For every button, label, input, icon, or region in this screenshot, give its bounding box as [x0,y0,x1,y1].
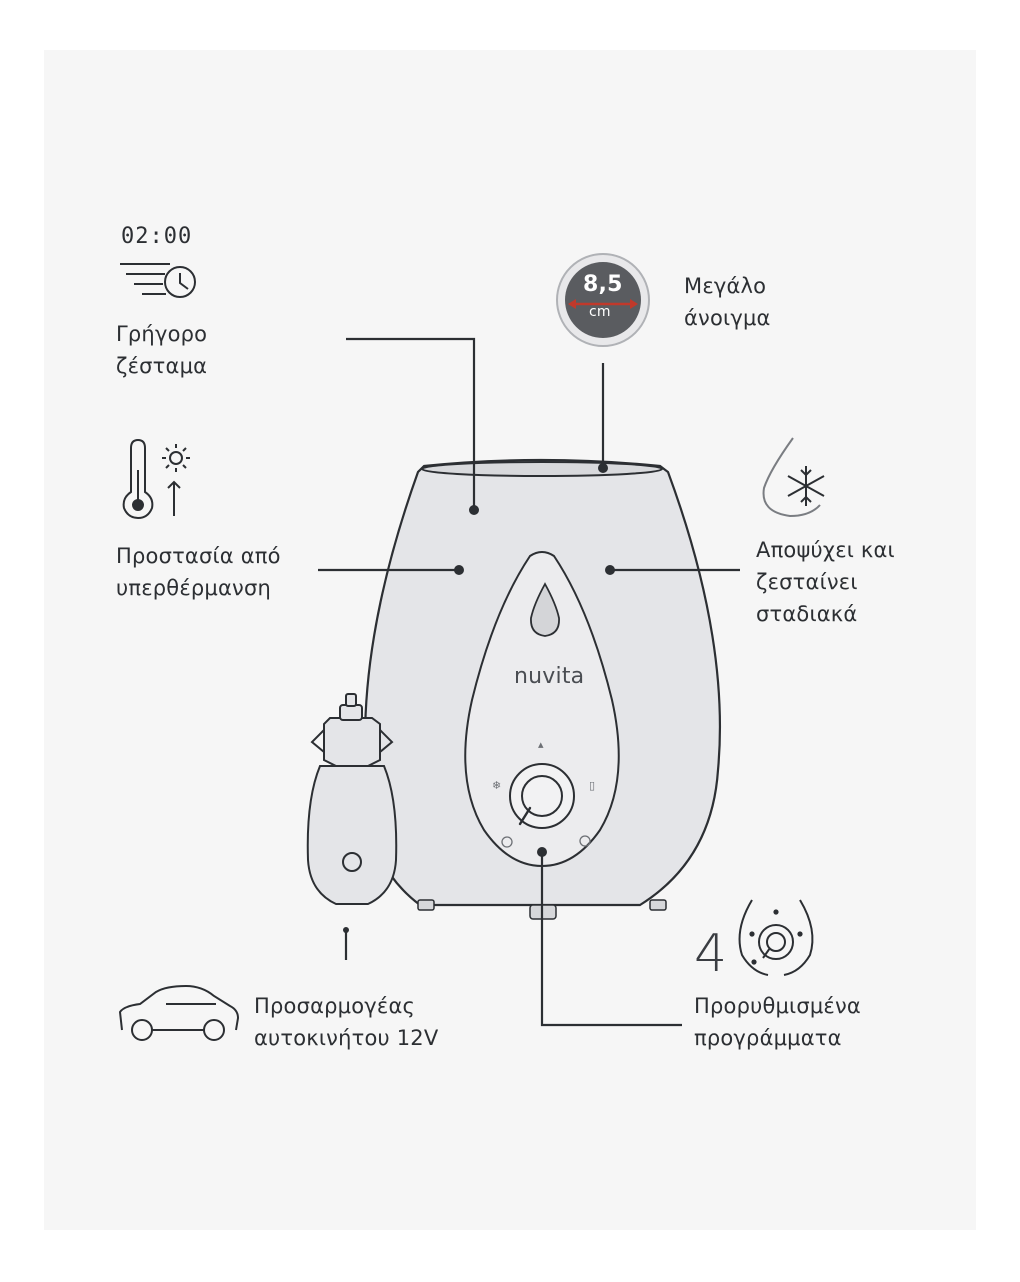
feature-fast-heating: Γρήγορο ζέσταμα [116,318,207,382]
feature-car-adapter-line1: Προσαρμογέας [254,994,416,1018]
svg-text:❄: ❄ [492,779,501,792]
feature-overheat: Προστασία από υπερθέρμανση [116,540,281,604]
opening-size-icon [556,253,650,347]
feature-programs-line2: προγράμματα [694,1026,842,1050]
feature-car-adapter: Προσαρμογέας αυτοκινήτου 12V [254,990,438,1054]
opening-badge-value: 8,5 [583,272,623,297]
svg-text:▯: ▯ [589,779,595,792]
feature-defrost: Αποψύχει και ζεσταίνει σταδιακά [756,534,895,630]
timer-speed-icon [120,263,196,298]
drop-snowflake-icon [762,437,825,518]
programs-count: 4 [694,924,728,984]
feature-fast-heating-line1: Γρήγορο [116,322,208,346]
feature-programs: Προρυθμισμένα προγράμματα [694,990,861,1054]
car-icon [118,984,240,1041]
callout-lines [318,337,740,1027]
feature-defrost-line1: Αποψύχει και [756,538,895,562]
svg-text:▴: ▴ [538,738,544,751]
feature-overheat-line1: Προστασία από [116,544,281,568]
car-adapter-plug [306,693,398,905]
feature-opening-line1: Μεγάλο [684,274,767,298]
callout-programs [540,852,682,1027]
feature-fast-heating-line2: ζέσταμα [116,354,208,378]
feature-opening-line2: άνοιγμα [684,306,771,330]
feature-car-adapter-line2: αυτοκινήτου 12V [254,1026,439,1050]
opening-badge-unit: cm [589,304,611,320]
feature-defrost-line2: ζεσταίνει [756,570,858,594]
brand-logo: nuvita [514,664,585,689]
feature-opening: Μεγάλο άνοιγμα [684,270,771,334]
feature-defrost-line3: σταδιακά [756,602,858,626]
bottle-warmer-device: ❄ ▯ ▴ [363,458,722,920]
feature-programs-line1: Προρυθμισμένα [694,994,861,1018]
callout-dots [343,463,615,933]
callout-fast-heating [346,337,476,508]
thermometer-sun-icon [122,438,190,520]
program-dial-icon [738,899,814,976]
feature-overheat-line2: υπερθέρμανση [116,576,271,600]
timer-digits: 02:00 [121,224,193,249]
